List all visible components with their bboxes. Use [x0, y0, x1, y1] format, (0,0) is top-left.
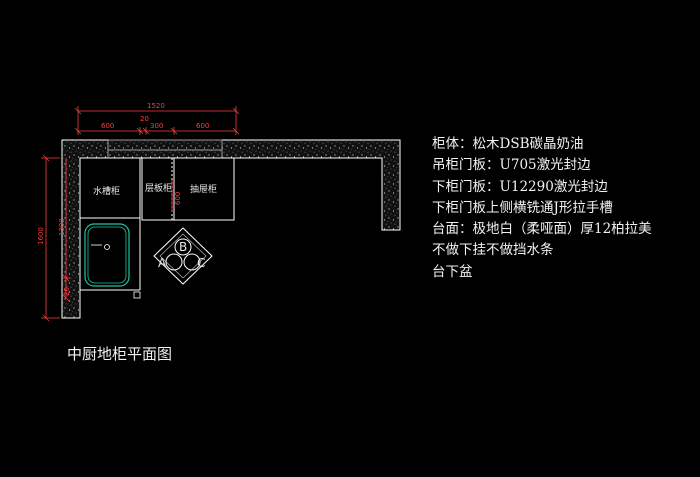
symbol-label-a: A — [158, 256, 167, 270]
dim-seg-right: 600 — [196, 122, 209, 130]
sink-bowl — [84, 223, 130, 287]
drawer-cabinet-label: 抽屉柜 — [190, 183, 217, 195]
top-dimensions — [74, 106, 240, 135]
note-line: 台面：极地白（柔哑面）厚12柏拉美 — [432, 221, 652, 238]
dim-seg-mid: 300 — [150, 122, 163, 130]
note-line: 台下盆 — [432, 263, 473, 280]
dim-total-width: 1520 — [147, 102, 165, 110]
countertop — [61, 139, 401, 319]
plan-caption: 中厨地柜平面图 — [67, 345, 173, 363]
left-dimensions — [41, 154, 173, 322]
dim-depth: 1600 — [37, 227, 45, 245]
sink-cabinet-label: 水槽柜 — [93, 185, 120, 197]
dim-seg-left: 600 — [101, 122, 114, 130]
note-line: 柜体：松木DSB碳晶奶油 — [432, 136, 584, 152]
cabinet-outlines — [79, 139, 235, 291]
material-notes: 柜体：松木DSB碳晶奶油 吊柜门板：U705激光封边 下柜门板：U12290激光… — [432, 134, 652, 283]
corner-symbol — [153, 227, 213, 285]
note-line: 下柜门板上侧横铣通J形拉手槽 — [432, 199, 613, 216]
symbol-label-b: B — [179, 240, 187, 254]
layer-cabinet-label: 层板柜 — [145, 182, 172, 194]
dim-cab-depth: 600 — [174, 192, 182, 205]
drawer-cabinet-outline — [173, 157, 235, 221]
note-line: 吊柜门板：U705激光封边 — [432, 157, 591, 174]
note-line: 下柜门板：U12290激光封边 — [432, 178, 608, 195]
dim-seg-gap: 20 — [140, 115, 149, 123]
dim-bottom-small: 20 — [63, 287, 71, 296]
dim-sink-depth: 1300 — [58, 218, 66, 236]
note-line: 不做下挂不做挡水条 — [432, 242, 554, 259]
symbol-label-c: C — [197, 256, 205, 270]
small-fixture — [133, 291, 141, 299]
